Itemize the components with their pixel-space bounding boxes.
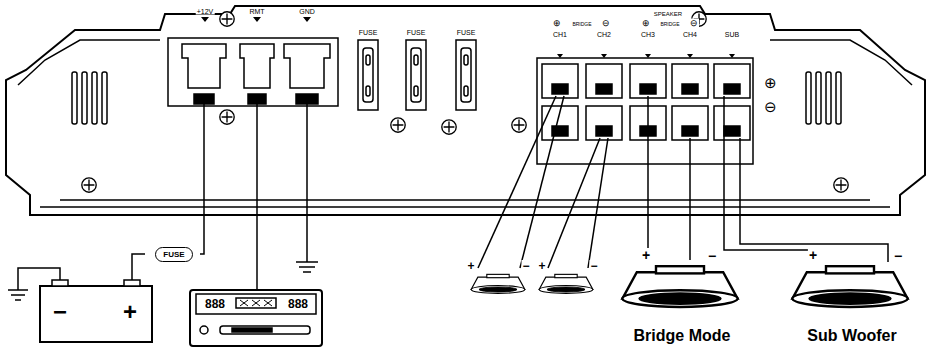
label-text: RMT	[248, 8, 265, 15]
label-text: CH1	[552, 31, 568, 38]
inline-fuse: FUSE	[155, 247, 193, 262]
label-text: −	[589, 260, 598, 272]
label-text: CH2	[596, 31, 612, 38]
label-text: BRIDGE	[571, 22, 592, 27]
label-text: BRIDGE	[659, 22, 680, 27]
label-text: ⊕	[763, 75, 778, 90]
label-text: −	[893, 249, 903, 263]
label-text: CH3	[640, 31, 656, 38]
label-text: +	[641, 248, 651, 262]
label-text: FUSE	[358, 29, 379, 36]
label-text: SUB	[724, 31, 740, 38]
label-text: +12V	[196, 8, 215, 15]
label-text: +	[808, 248, 818, 262]
label-text: +	[122, 300, 138, 324]
label-text: SPEAKER	[653, 11, 683, 17]
label-text: ⊕	[552, 19, 562, 28]
label-text: Sub Woofer	[806, 328, 897, 344]
label-text: ⊕	[641, 19, 651, 28]
fuse-label: FUSE	[163, 250, 184, 259]
label-text: ⊖	[763, 99, 778, 114]
label-text: +	[466, 260, 475, 272]
label-text: +	[537, 260, 546, 272]
label-text: ⊖	[689, 19, 699, 28]
label-text: −	[521, 260, 530, 272]
label-text: −	[707, 249, 717, 263]
label-text: ⊖	[601, 19, 611, 28]
label-text: Bridge Mode	[633, 328, 732, 344]
label-text: CH4	[682, 31, 698, 38]
label-text: GND	[298, 8, 316, 15]
label-text: FUSE	[456, 29, 477, 36]
label-text: FUSE	[406, 29, 427, 36]
label-text: 888	[204, 298, 226, 310]
label-text: −	[52, 300, 68, 324]
label-text: 888	[287, 298, 309, 310]
